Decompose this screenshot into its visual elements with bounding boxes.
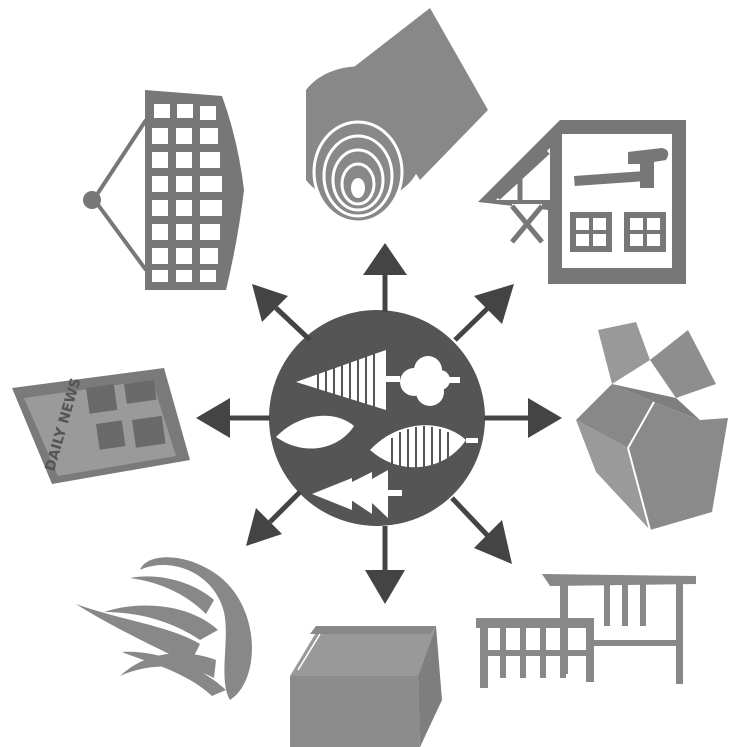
fire-icon	[76, 557, 252, 700]
arrow-down-right	[452, 498, 512, 564]
arrow-up-right	[455, 284, 514, 340]
paper-roll-icon	[306, 8, 488, 222]
arrow-down-left	[246, 492, 300, 546]
arrow-down	[365, 526, 405, 604]
pallet-crate-icon	[83, 90, 244, 290]
chair-icon	[476, 574, 696, 688]
arrow-right	[484, 398, 562, 438]
arrow-left	[196, 398, 270, 438]
house-construction-icon	[478, 120, 686, 284]
arrow-up	[363, 243, 407, 312]
milk-carton-icon	[290, 626, 442, 747]
cardboard-box-icon	[576, 322, 728, 530]
arrow-up-left	[252, 284, 310, 340]
newspaper-icon: DAILY NEWS	[12, 368, 190, 484]
